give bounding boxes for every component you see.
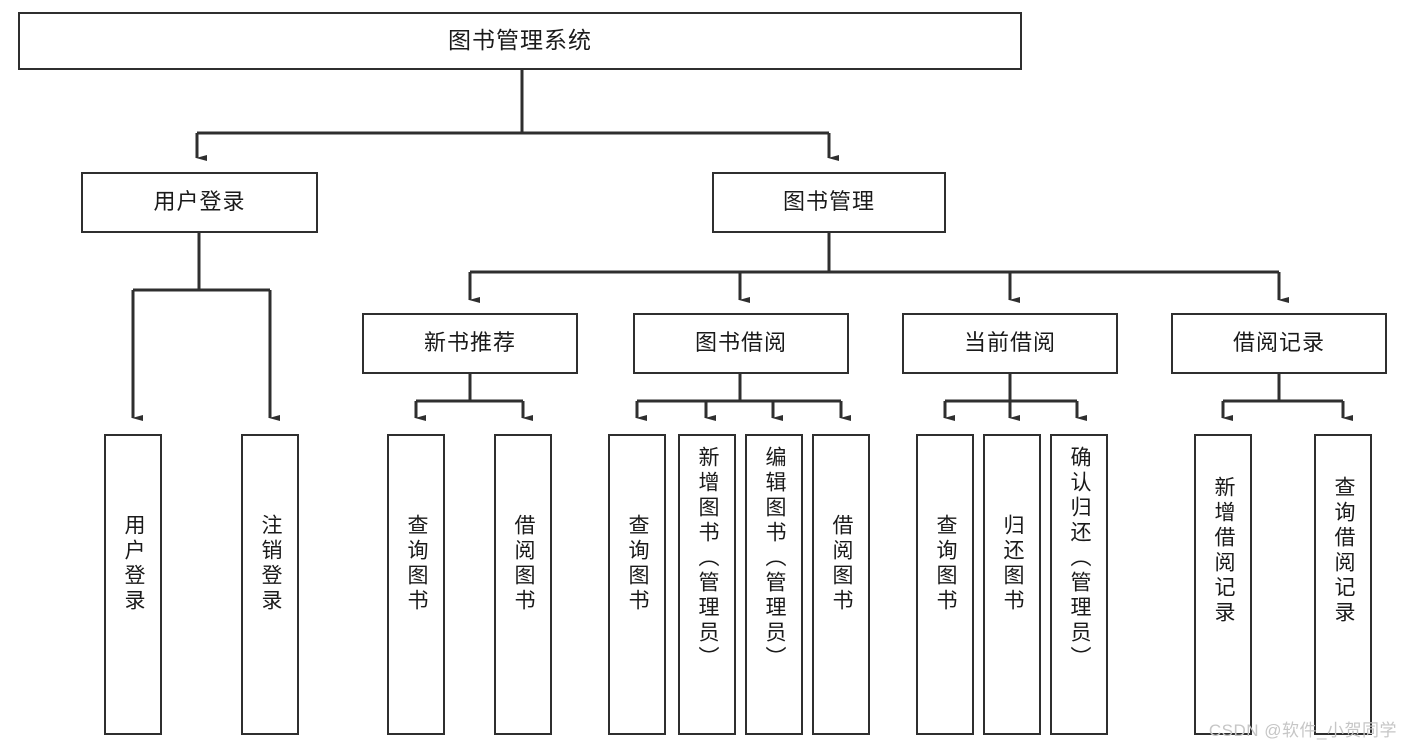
leaf-query-book-recommend[interactable]: 查询图书	[387, 434, 445, 735]
leaf-label: 编辑图书（管理员）	[763, 446, 787, 671]
node-book-borrow[interactable]: 图书借阅	[633, 313, 849, 374]
node-label: 图书管理系统	[448, 27, 592, 54]
leaf-query-borrow-record[interactable]: 查询借阅记录	[1314, 434, 1372, 735]
leaf-borrow-book-recommend[interactable]: 借阅图书	[494, 434, 552, 735]
node-book-management[interactable]: 图书管理	[712, 172, 946, 233]
node-root-book-management-system[interactable]: 图书管理系统	[18, 12, 1022, 70]
leaf-label: 查询图书	[626, 514, 650, 614]
leaf-label: 新增借阅记录	[1212, 476, 1236, 626]
leaf-label: 新增图书（管理员）	[696, 446, 720, 671]
leaf-label: 归还图书	[1001, 514, 1025, 614]
node-label: 用户登录	[153, 189, 246, 215]
leaf-label: 确认归还（管理员）	[1068, 446, 1092, 671]
leaf-label: 注销登录	[259, 514, 283, 614]
node-label: 新书推荐	[423, 330, 516, 356]
node-label: 借阅记录	[1232, 330, 1325, 356]
leaf-label: 查询借阅记录	[1332, 476, 1356, 626]
node-current-borrow[interactable]: 当前借阅	[902, 313, 1118, 374]
leaf-return-book[interactable]: 归还图书	[983, 434, 1041, 735]
leaf-label: 查询图书	[405, 514, 429, 614]
leaf-label: 查询图书	[934, 514, 958, 614]
node-label: 图书管理	[782, 189, 875, 215]
leaf-label: 用户登录	[122, 514, 146, 614]
leaf-query-book-borrow[interactable]: 查询图书	[608, 434, 666, 735]
leaf-label: 借阅图书	[512, 514, 536, 614]
leaf-add-book-admin[interactable]: 新增图书（管理员）	[678, 434, 736, 735]
node-label: 当前借阅	[963, 330, 1056, 356]
leaf-confirm-return-admin[interactable]: 确认归还（管理员）	[1050, 434, 1108, 735]
leaf-borrow-book[interactable]: 借阅图书	[812, 434, 870, 735]
leaf-add-borrow-record[interactable]: 新增借阅记录	[1194, 434, 1252, 735]
node-borrow-record[interactable]: 借阅记录	[1171, 313, 1387, 374]
leaf-label: 借阅图书	[830, 514, 854, 614]
leaf-query-book-current[interactable]: 查询图书	[916, 434, 974, 735]
node-user-login[interactable]: 用户登录	[81, 172, 318, 233]
node-new-book-recommend[interactable]: 新书推荐	[362, 313, 578, 374]
leaf-edit-book-admin[interactable]: 编辑图书（管理员）	[745, 434, 803, 735]
leaf-logout-login[interactable]: 注销登录	[241, 434, 299, 735]
watermark-text: CSDN @软件_小贺同学	[1208, 721, 1397, 740]
node-label: 图书借阅	[694, 330, 787, 356]
leaf-user-login[interactable]: 用户登录	[104, 434, 162, 735]
